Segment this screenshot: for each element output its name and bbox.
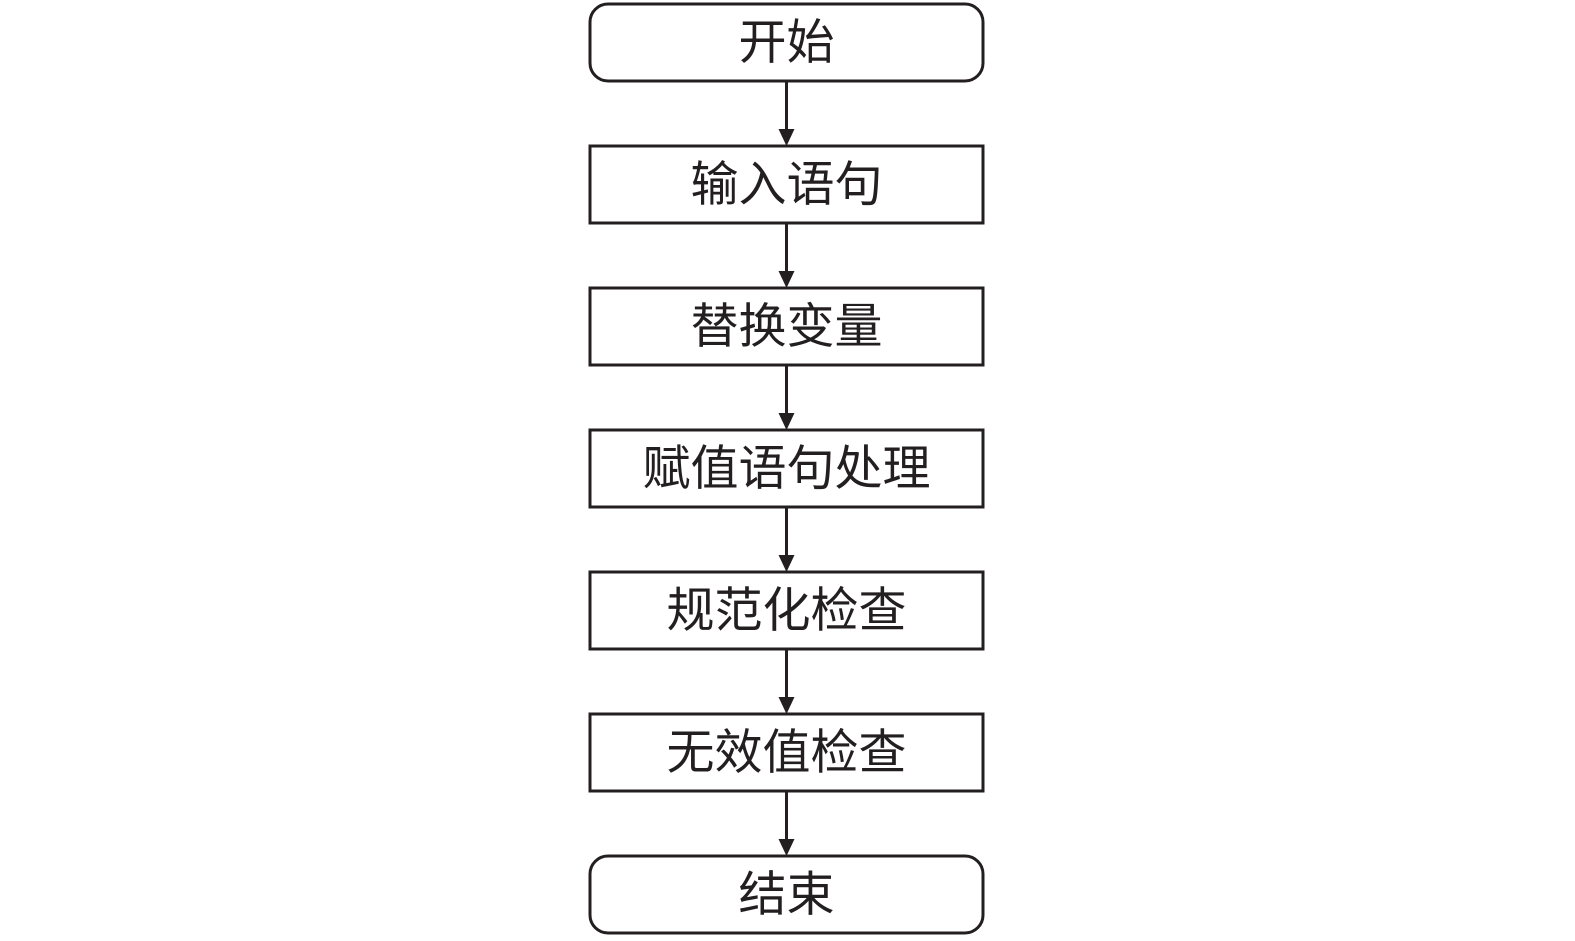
flow-node-normalize-label: 规范化检查 bbox=[666, 583, 906, 639]
flow-node-assign-label: 赋值语句处理 bbox=[642, 441, 930, 497]
arrow-head bbox=[778, 413, 795, 430]
flow-arrow-start-to-input bbox=[778, 81, 795, 146]
flow-node-input: 输入语句 bbox=[588, 144, 985, 225]
flow-arrow-input-to-replace bbox=[778, 223, 795, 288]
arrow-head bbox=[778, 271, 795, 288]
arrow-head bbox=[778, 555, 795, 572]
flow-node-end-box bbox=[588, 854, 985, 935]
edges-layer bbox=[778, 81, 795, 856]
flow-node-replace-label: 替换变量 bbox=[690, 299, 882, 355]
flow-arrow-invalid-to-end bbox=[778, 791, 795, 856]
flow-node-replace-box bbox=[588, 286, 985, 367]
flow-arrow-assign-to-normalize bbox=[778, 507, 795, 572]
flow-node-input-label: 输入语句 bbox=[690, 157, 882, 213]
arrow-head bbox=[778, 839, 795, 856]
flow-node-start-label: 开始 bbox=[738, 15, 834, 71]
flow-node-normalize-box bbox=[588, 570, 985, 651]
flow-arrow-normalize-to-invalid bbox=[778, 649, 795, 714]
flow-node-assign: 赋值语句处理 bbox=[588, 428, 985, 509]
flow-node-end: 结束 bbox=[588, 854, 985, 935]
flow-node-normalize: 规范化检查 bbox=[588, 570, 985, 651]
arrow-head bbox=[778, 129, 795, 146]
flow-node-invalid-label: 无效值检查 bbox=[666, 725, 906, 781]
flow-node-end-label: 结束 bbox=[738, 867, 834, 923]
flow-node-invalid-box bbox=[588, 712, 985, 793]
flow-node-invalid: 无效值检查 bbox=[588, 712, 985, 793]
arrow-head bbox=[778, 697, 795, 714]
flow-node-input-box bbox=[588, 144, 985, 225]
flow-node-assign-box bbox=[588, 428, 985, 509]
flow-arrow-replace-to-assign bbox=[778, 365, 795, 430]
flow-node-replace: 替换变量 bbox=[588, 286, 985, 367]
flow-node-start: 开始 bbox=[588, 2, 985, 83]
flow-node-start-box bbox=[588, 2, 985, 83]
